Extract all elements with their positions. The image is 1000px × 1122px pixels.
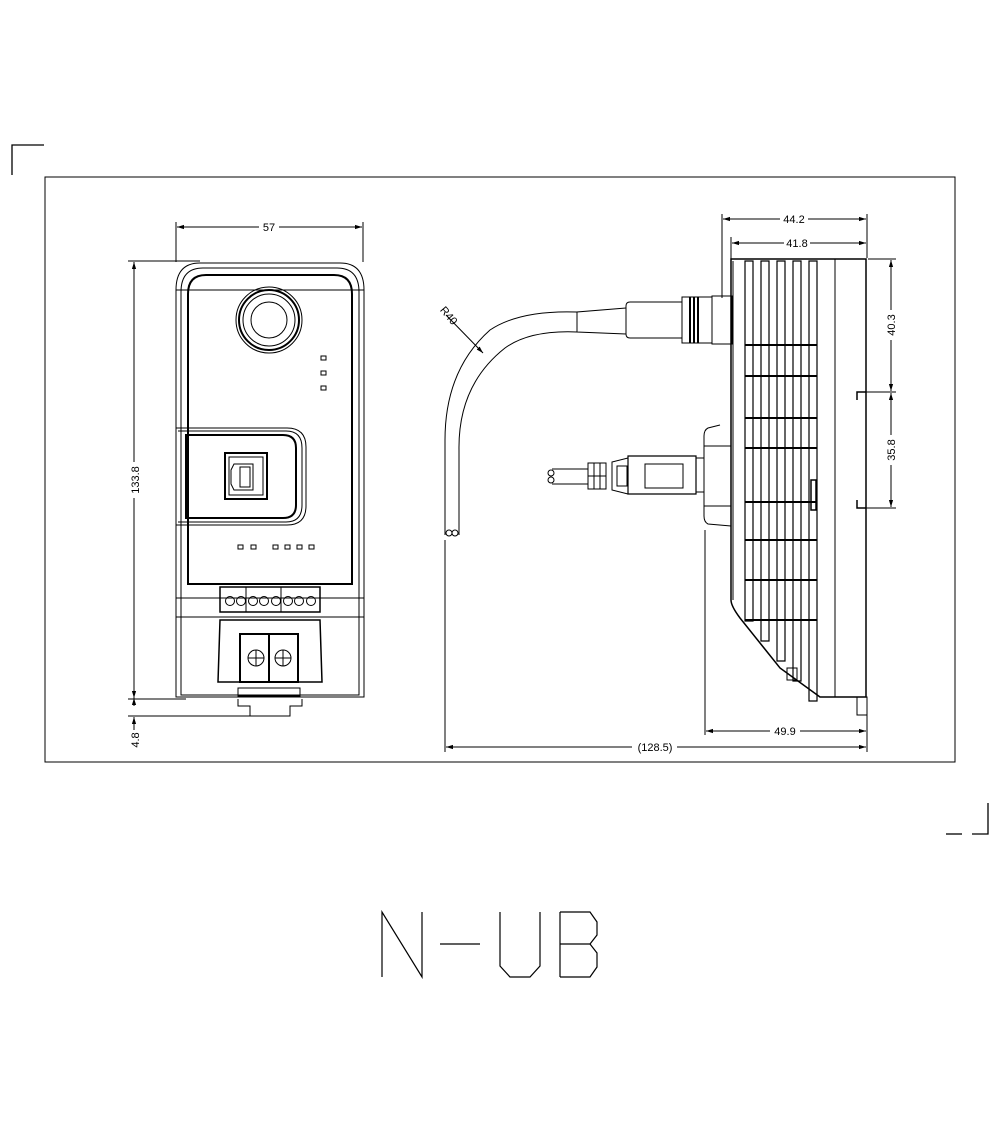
dim-top-to-rail: 40.3 <box>886 314 898 335</box>
status-leds-bottom <box>238 545 314 549</box>
dim-overall-length: (128.5) <box>638 742 673 754</box>
round-cable-connector-icon <box>577 296 732 344</box>
drawing-title-lettering <box>382 912 597 977</box>
front-view <box>128 222 364 730</box>
drawing-title: N-UB <box>489 1009 492 1011</box>
usb-plug-icon <box>548 425 731 526</box>
status-leds-top <box>321 356 326 390</box>
radius-leader <box>446 315 483 353</box>
dim-front-height: 133.8 <box>130 466 142 494</box>
dim-depth-at-base: 49.9 <box>774 726 795 738</box>
dim-din-rail-height: 35.8 <box>886 439 898 460</box>
dim-front-width: 57 <box>263 222 275 234</box>
terminal-block <box>176 587 364 617</box>
side-view <box>445 214 896 752</box>
usb-panel <box>176 428 306 525</box>
power-terminal <box>218 620 322 696</box>
round-connector-icon <box>236 287 302 353</box>
drawing-frame <box>45 177 955 762</box>
din-rail-clip <box>238 699 302 716</box>
usb-b-port-icon <box>225 453 267 499</box>
dim-din-rail-offset: 4.8 <box>130 732 142 747</box>
corner-mark-bottom-right <box>946 803 988 834</box>
dim-overall-depth: 44.2 <box>783 214 804 226</box>
ventilation-fins <box>745 261 817 701</box>
corner-mark-top-left <box>12 145 44 175</box>
cable <box>445 312 577 536</box>
dim-bend-radius: R40 <box>437 304 459 327</box>
dim-body-depth: 41.8 <box>786 238 807 250</box>
